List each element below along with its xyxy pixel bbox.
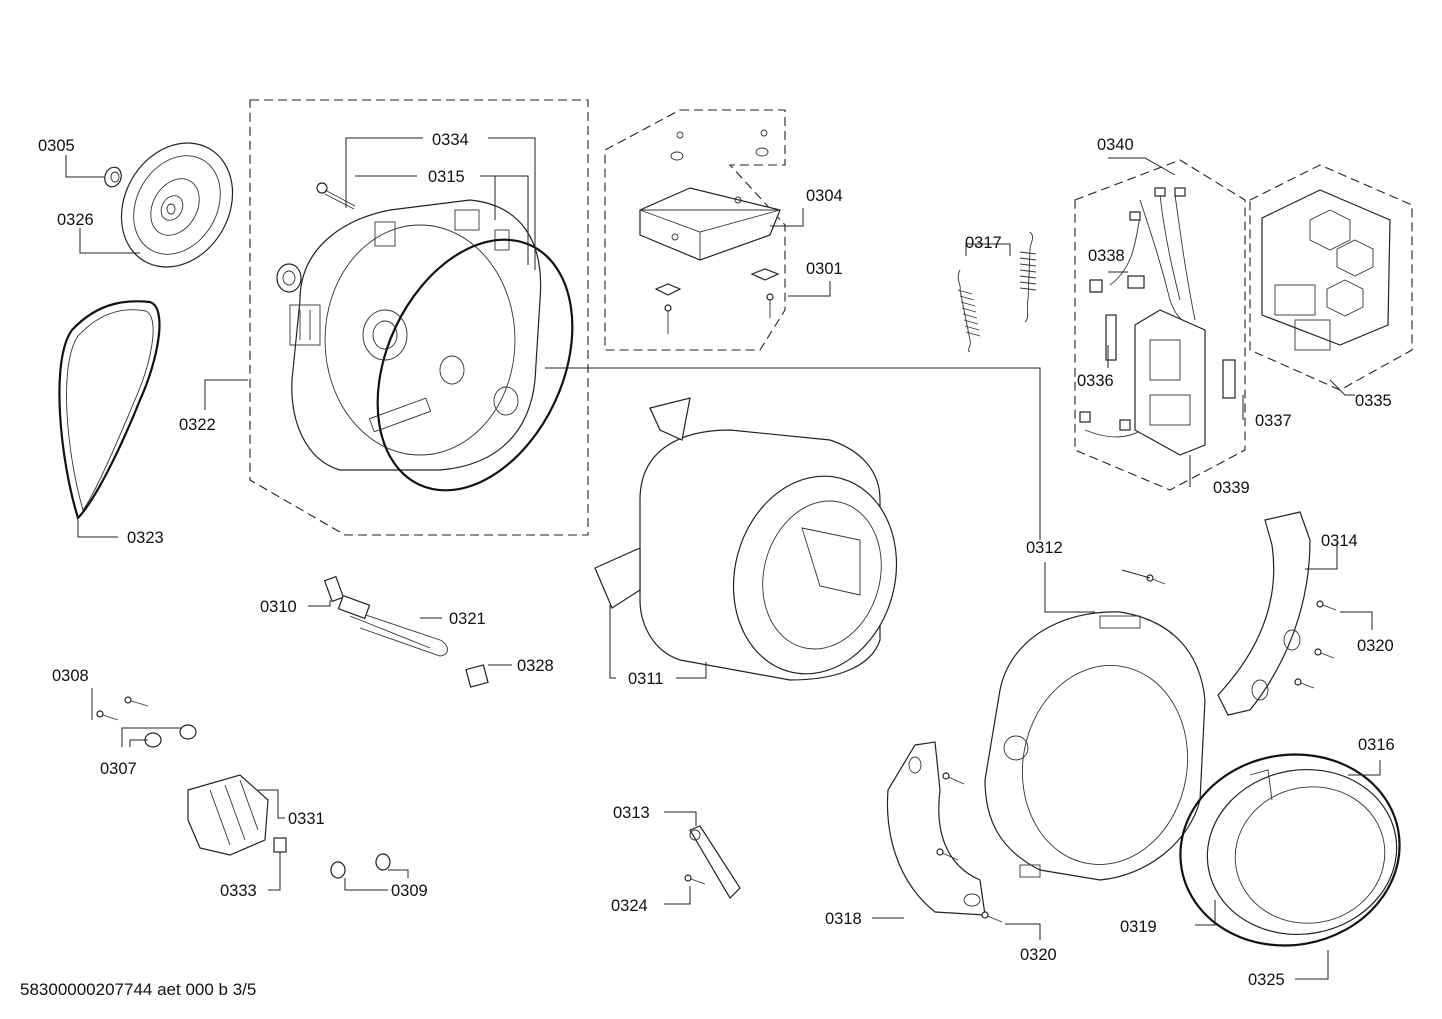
bracket-screw-part bbox=[684, 874, 706, 885]
callout-0331: 0331 bbox=[288, 810, 325, 828]
callout-0312: 0312 bbox=[1026, 539, 1063, 557]
front-tub-screw-part bbox=[1146, 574, 1166, 585]
pulley-part bbox=[120, 142, 234, 268]
ntc-sensor-part bbox=[323, 575, 345, 603]
callout-0308: 0308 bbox=[52, 667, 89, 685]
cover-group-outline bbox=[604, 109, 786, 351]
sensor-part bbox=[1105, 314, 1117, 361]
callout-0305: 0305 bbox=[38, 137, 75, 155]
callout-0315: 0315 bbox=[428, 168, 465, 186]
callout-0328: 0328 bbox=[517, 657, 554, 675]
connector-part bbox=[1127, 275, 1145, 289]
callout-0321: 0321 bbox=[449, 610, 486, 628]
front-tub-part bbox=[984, 611, 1206, 881]
callout-0324: 0324 bbox=[611, 897, 648, 915]
callout-0336: 0336 bbox=[1077, 372, 1114, 390]
heater-clip-part bbox=[465, 664, 489, 688]
callout-0320b: 0320 bbox=[1020, 946, 1057, 964]
cover-clip-part bbox=[654, 268, 780, 334]
callout-0340: 0340 bbox=[1097, 136, 1134, 154]
damper-bracket-part bbox=[689, 825, 741, 899]
callout-0310: 0310 bbox=[260, 598, 297, 616]
callout-0333: 0333 bbox=[220, 882, 257, 900]
callout-0335: 0335 bbox=[1355, 392, 1392, 410]
callout-0320a: 0320 bbox=[1357, 637, 1394, 655]
wiring-group-outline bbox=[1074, 159, 1246, 491]
drum-part bbox=[594, 397, 898, 681]
power-module-part bbox=[1261, 189, 1391, 351]
document-id: 58300000207744 aet 000 b 3/5 bbox=[20, 980, 257, 999]
callout-0334: 0334 bbox=[432, 131, 469, 149]
callout-0318: 0318 bbox=[825, 910, 862, 928]
tub-seal-ring-part bbox=[376, 238, 574, 492]
wiring-harness-part bbox=[1079, 187, 1201, 438]
callout-0304: 0304 bbox=[806, 187, 843, 205]
tub-spring-left-part bbox=[957, 269, 981, 353]
callout-0311: 0311 bbox=[628, 670, 663, 688]
callout-0301: 0301 bbox=[806, 260, 843, 278]
relay-part bbox=[1222, 359, 1236, 399]
tub-group-outline bbox=[249, 99, 589, 536]
callout-0339: 0339 bbox=[1213, 479, 1250, 497]
module-group-outline bbox=[1249, 164, 1413, 391]
heating-element-part bbox=[337, 594, 448, 657]
callout-0314: 0314 bbox=[1321, 532, 1358, 550]
callout-0316: 0316 bbox=[1358, 736, 1395, 754]
motor-grommet-part bbox=[330, 853, 391, 879]
callout-0317: 0317 bbox=[965, 234, 1002, 252]
rear-tub-part bbox=[289, 199, 542, 471]
top-cover-plate-part bbox=[639, 187, 781, 261]
callout-0326: 0326 bbox=[57, 211, 94, 229]
callout-0323: 0323 bbox=[127, 529, 164, 547]
callout-0322: 0322 bbox=[179, 416, 216, 434]
counterweight-lower-part bbox=[886, 741, 986, 916]
callout-0319: 0319 bbox=[1120, 918, 1157, 936]
counterweight-upper-part bbox=[1217, 511, 1311, 716]
door-seal-part bbox=[1179, 753, 1401, 947]
tub-bearing-seal-part bbox=[276, 263, 302, 293]
callout-0307: 0307 bbox=[100, 760, 137, 778]
callout-0309: 0309 bbox=[391, 882, 428, 900]
callout-0337: 0337 bbox=[1255, 412, 1292, 430]
pulley-nut-part bbox=[104, 166, 122, 188]
tub-spring-right-part bbox=[1019, 231, 1037, 323]
weight-screw-part bbox=[936, 600, 1337, 923]
motor-screw-part bbox=[96, 696, 149, 721]
motor-damper-part bbox=[144, 724, 197, 748]
drive-belt-part bbox=[58, 300, 161, 521]
callout-0313: 0313 bbox=[613, 804, 650, 822]
control-bracket-part bbox=[1134, 309, 1206, 456]
tub-screw-part bbox=[316, 182, 356, 210]
cover-bracket-upper-part bbox=[670, 129, 769, 161]
callout-0338: 0338 bbox=[1088, 247, 1125, 265]
motor-part bbox=[187, 774, 269, 856]
carbon-brush-part bbox=[273, 837, 287, 853]
callout-0325: 0325 bbox=[1248, 971, 1285, 989]
